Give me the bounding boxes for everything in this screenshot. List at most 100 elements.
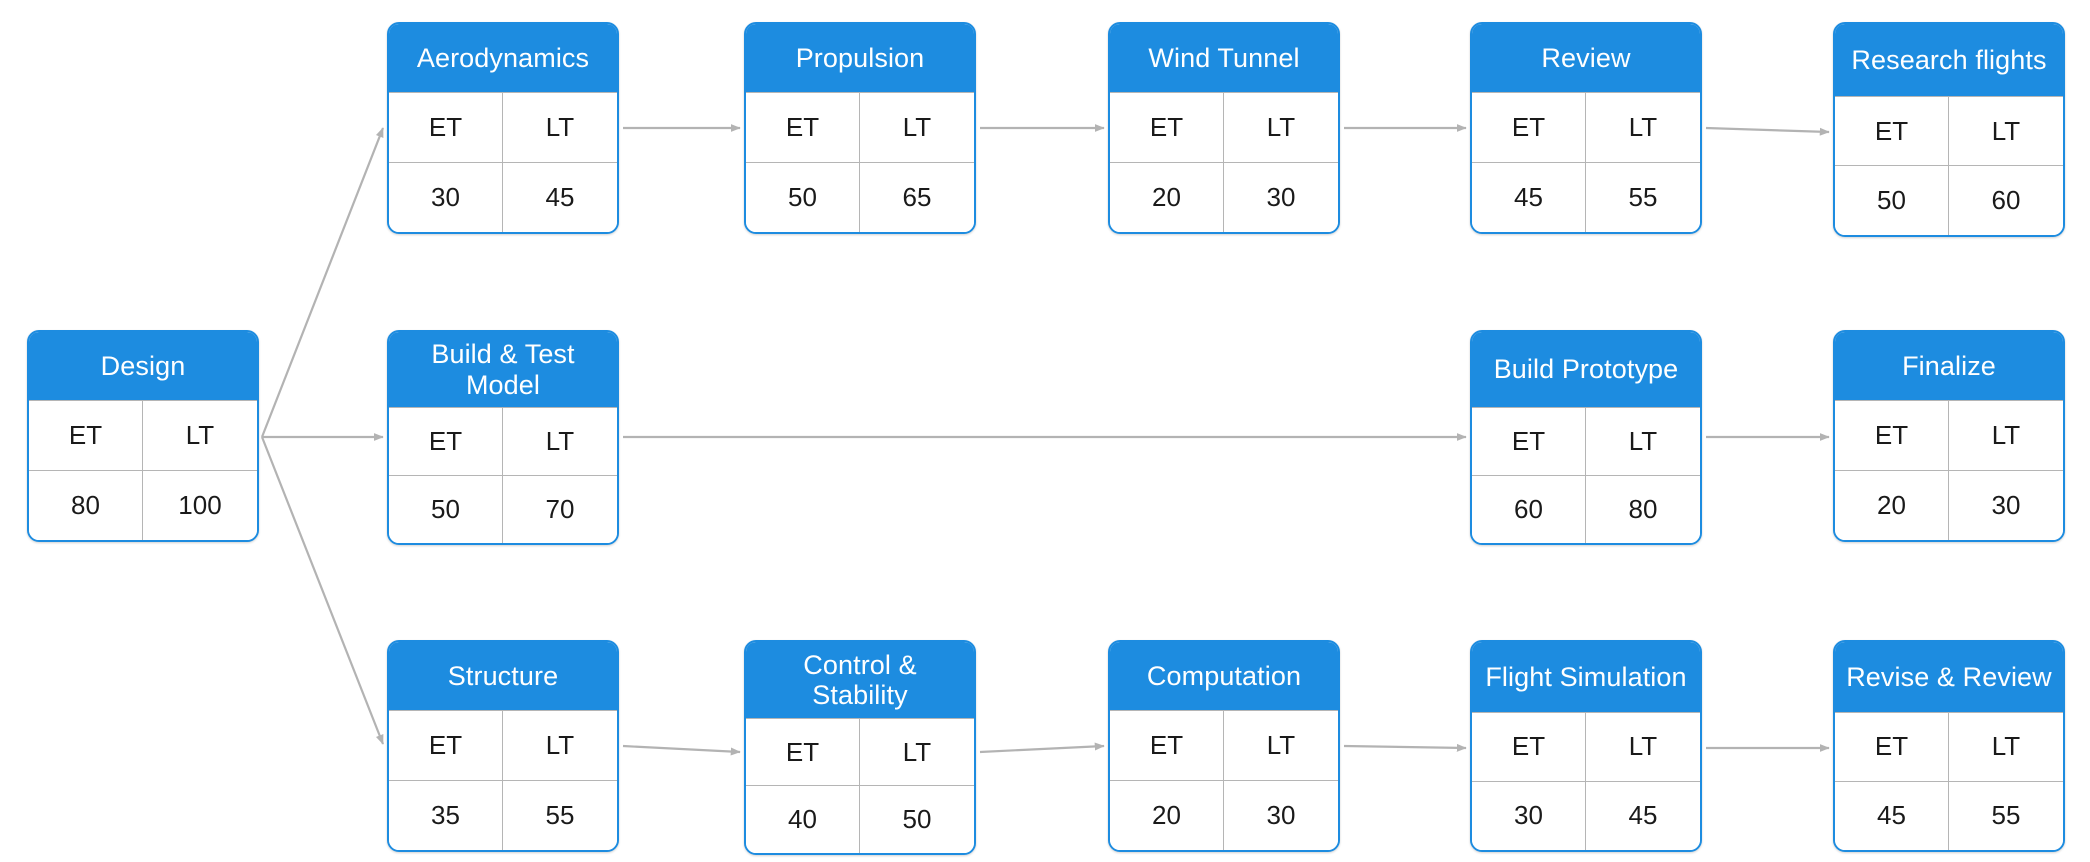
lt-value-research-flights: 60 (1991, 185, 2021, 215)
edge-computation-to-flight-sim (1343, 743, 1467, 752)
et-label-review: ET (1472, 93, 1586, 162)
lt-value-build-test-model: 70 (545, 493, 575, 524)
node-value-row-aerodynamics: 30 45 (389, 162, 617, 232)
et-value-aerodynamics: 30 (389, 162, 503, 232)
et-value-research-flights: 50 (1835, 166, 1949, 235)
et-value-computation: 20 (1110, 780, 1224, 850)
lt-value-propulsion: 65 (902, 181, 932, 212)
et-label-build-prototype: ET (1472, 408, 1586, 475)
lt-value-aerodynamics: 45 (545, 181, 575, 212)
et-label-wind-tunnel: ET (1110, 93, 1224, 162)
lt-value-revise-review: 55 (1991, 800, 2021, 831)
node-header-row-finalize: ET LT (1835, 401, 2063, 471)
lt-label-aerodynamics: LT (545, 111, 575, 142)
et-value-wind-tunnel: 20 (1110, 162, 1224, 232)
lt-label-revise-review: LT (1991, 731, 2021, 762)
node-value-row-review: 45 55 (1472, 162, 1700, 232)
lt-label-propulsion: LT (902, 111, 932, 142)
node-title-control-stability: Control & Stability (746, 642, 974, 718)
et-value-control-stability: 40 (746, 786, 860, 853)
node-title-computation: Computation (1110, 642, 1338, 710)
lt-label-flight-simulation: LT (1628, 731, 1658, 762)
lt-value-control-stability: 50 (902, 804, 932, 834)
node-value-row-research-flights: 50 60 (1835, 166, 2063, 235)
lt-value-review: 55 (1628, 181, 1658, 212)
node-title-research-flights: Research flights (1835, 24, 2063, 96)
lt-value-structure: 55 (545, 799, 575, 830)
lt-label-design: LT (185, 419, 215, 450)
node-header-row-wind-tunnel: ET LT (1110, 93, 1338, 163)
lt-value-computation: 30 (1266, 799, 1296, 830)
et-label-aerodynamics: ET (389, 93, 503, 162)
et-value-design: 80 (29, 470, 143, 540)
node-title-review: Review (1472, 24, 1700, 92)
lt-value-wind-tunnel: 30 (1266, 181, 1296, 212)
et-label-computation: ET (1110, 711, 1224, 780)
node-title-propulsion: Propulsion (746, 24, 974, 92)
et-label-structure: ET (389, 711, 503, 780)
lt-label-wind-tunnel: LT (1266, 111, 1296, 142)
et-value-flight-simulation: 30 (1472, 781, 1586, 850)
node-table-aerodynamics: ET LT 30 45 (389, 92, 617, 232)
node-header-row-revise-review: ET LT (1835, 713, 2063, 782)
et-label-flight-simulation: ET (1472, 713, 1586, 781)
node-title-design: Design (29, 332, 257, 400)
edge-review-to-research-flights (1705, 126, 1830, 136)
node-title-aerodynamics: Aerodynamics (389, 24, 617, 92)
edge-design-to-structure (260, 436, 385, 745)
edge-design-to-aerodynamics (260, 127, 385, 438)
node-header-row-flight-simulation: ET LT (1472, 713, 1700, 782)
edge-control-to-computation (979, 742, 1105, 754)
et-value-review: 45 (1472, 162, 1586, 232)
node-title-build-prototype: Build Prototype (1472, 332, 1700, 407)
node-value-row-build-test-model: 50 70 (389, 475, 617, 543)
et-label-finalize: ET (1835, 401, 1949, 470)
et-label-propulsion: ET (746, 93, 860, 162)
et-value-build-test-model: 50 (389, 475, 503, 543)
node-title-revise-review: Revise & Review (1835, 642, 2063, 712)
lt-label-research-flights: LT (1991, 115, 2021, 146)
lt-label-control-stability: LT (902, 736, 932, 767)
et-label-revise-review: ET (1835, 713, 1949, 781)
node-title-wind-tunnel: Wind Tunnel (1110, 24, 1338, 92)
node-header-row-structure: ET LT (389, 711, 617, 781)
lt-label-structure: LT (545, 729, 575, 760)
lt-label-finalize: LT (1991, 419, 2021, 450)
